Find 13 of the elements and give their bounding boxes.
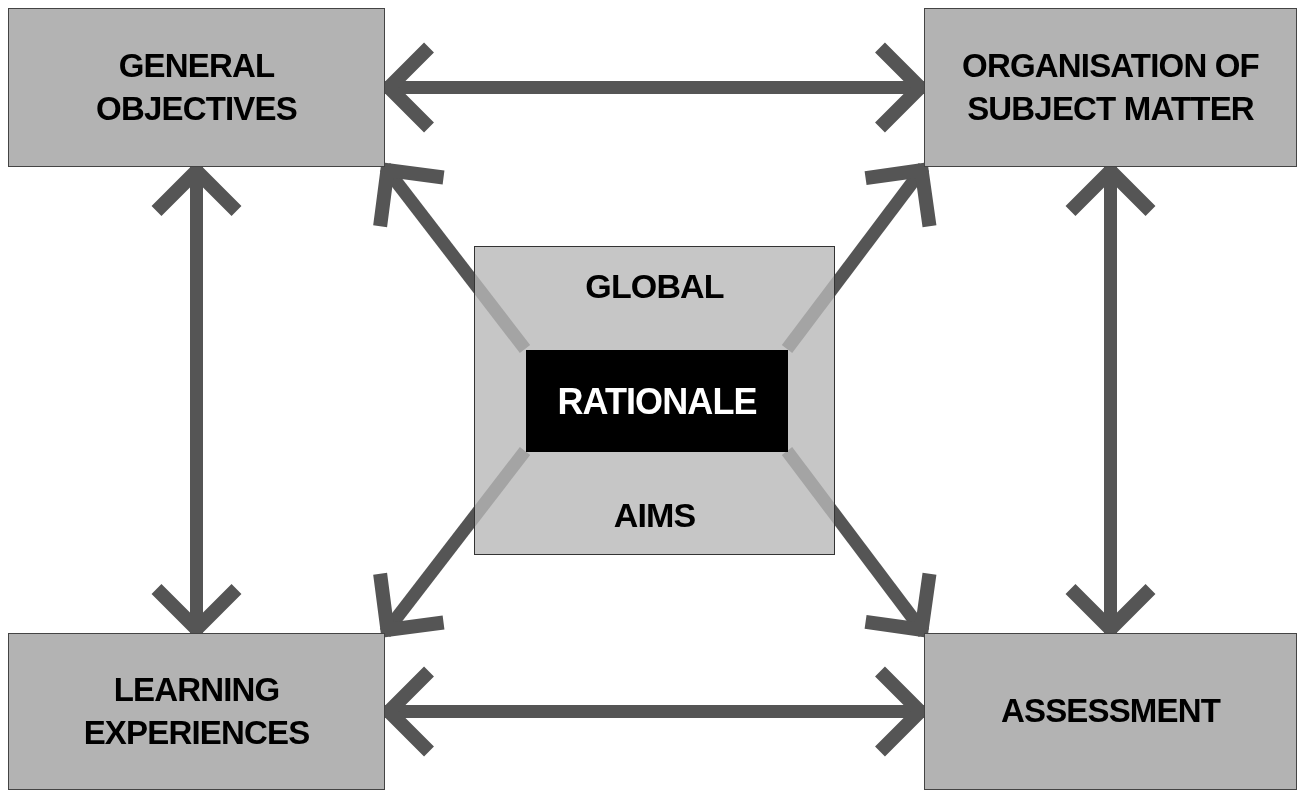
box-label: LEARNING EXPERIENCES <box>82 669 311 753</box>
box-label: GENERAL OBJECTIVES <box>95 45 298 129</box>
concept-box <box>924 633 1297 790</box>
box-label: GLOBAL <box>585 269 724 303</box>
box-label: RATIONALE <box>557 379 757 424</box>
box-label: ORGANISATION OF SUBJECT MATTER <box>961 45 1260 129</box>
concept-box <box>924 8 1297 167</box>
title-box <box>526 350 788 452</box>
central-box <box>474 246 835 555</box>
box-label: ASSESSMENT <box>1000 691 1221 732</box>
concept-box <box>8 633 385 790</box>
box-label: AIMS <box>613 498 696 532</box>
concept-box <box>8 8 385 167</box>
